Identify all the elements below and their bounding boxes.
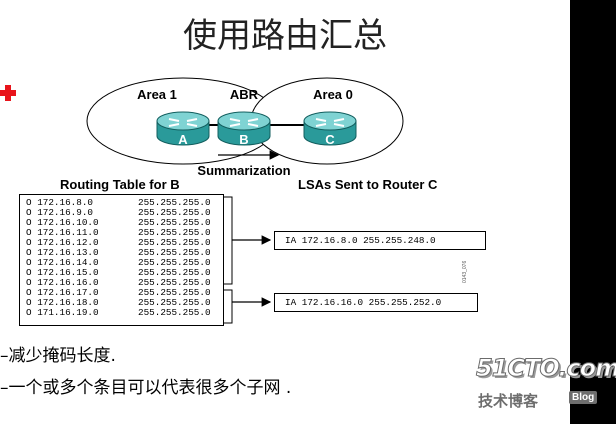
lsas-caption: LSAs Sent to Router C	[298, 177, 438, 192]
router-a	[156, 111, 210, 146]
bullet-1: –减少掩码长度.	[0, 346, 116, 366]
lsa-entry-2: IA 172.16.16.0 255.255.252.0	[274, 293, 478, 312]
bracket-lower	[222, 289, 233, 324]
black-side-bar	[570, 0, 616, 424]
router-a-label: A	[178, 132, 188, 147]
router-b	[217, 111, 271, 146]
logo-blog-badge: Blog	[569, 391, 598, 404]
red-cross-icon	[0, 84, 18, 102]
figure-id-tag: 0143_076	[462, 260, 468, 283]
area-1-label: Area 1	[137, 87, 177, 102]
logo-sub-text: 技术博客	[478, 392, 539, 410]
router-c-label: C	[325, 132, 335, 147]
abr-label: ABR	[230, 87, 259, 102]
area-0-label: Area 0	[313, 87, 353, 102]
router-c	[303, 111, 357, 146]
slide-title: 使用路由汇总	[183, 16, 387, 56]
site-logo: 51CTO.com 技术博客 Blog	[475, 354, 616, 414]
bullet-2: –一个或多个条目可以代表很多个子网 .	[0, 378, 292, 398]
lsa-entry-1: IA 172.16.8.0 255.255.248.0	[274, 231, 486, 250]
logo-main-text: 51CTO.com	[475, 354, 616, 383]
router-b-label: B	[239, 132, 248, 147]
routing-table-caption: Routing Table for B	[60, 177, 180, 192]
summarization-label: Summarization	[197, 163, 290, 178]
